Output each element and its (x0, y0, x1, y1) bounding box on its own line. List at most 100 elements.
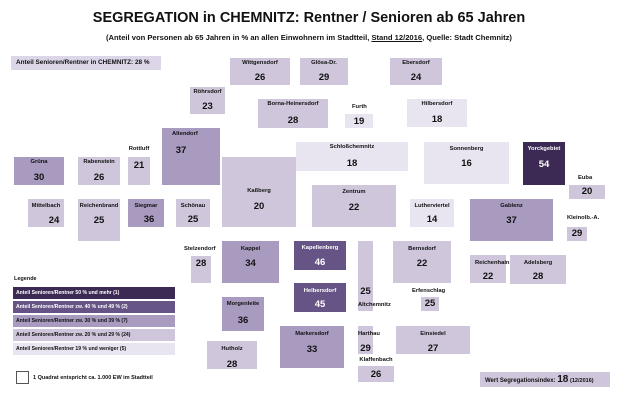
district-borna-heinersdorf: Borna-Heinersdorf 28 (258, 99, 328, 128)
district-gablenz: Gablenz 37 (470, 199, 553, 241)
district-name: Schloßchemnitz (329, 144, 375, 150)
district-sonnenberg: Sonnenberg 16 (424, 142, 509, 184)
district-zentrum: Zentrum 22 (312, 185, 396, 227)
district-value: 22 (416, 258, 428, 269)
district-value: 22 (348, 202, 360, 213)
district-name: Markersdorf (295, 331, 329, 337)
district-value: 22 (482, 271, 494, 282)
index-value: 18 (557, 374, 569, 385)
district-value: 24 (48, 215, 60, 226)
district-value: 36 (237, 315, 249, 326)
district-name: Stelzendorf (184, 246, 216, 252)
district-value: 28 (532, 271, 544, 282)
district-name: Rabenstein (83, 159, 115, 165)
district-furth: 19 (345, 114, 373, 128)
district-name: Hutholz (221, 346, 243, 352)
district-name: Helbersdorf (303, 288, 337, 294)
district-value: 37 (506, 215, 517, 226)
legend-item: Anteil Senioren/Rentner zw. 20 % und 29 … (13, 329, 175, 341)
district-value: 25 (424, 298, 436, 309)
district-name: Bernsdorf (408, 246, 436, 252)
district-kapellenberg: Kapellenberg 46 (294, 241, 346, 270)
district-erfenschlag: 25 (421, 297, 439, 311)
district-name: Kaßberg (247, 188, 271, 194)
district-adelsberg: Adelsberg 28 (510, 255, 566, 284)
district-name: Sonnenberg (449, 146, 484, 152)
district-name: Morgenleite (226, 301, 260, 307)
legend-item: Anteil Senioren/Rentner zw. 40 % und 49 … (13, 301, 175, 313)
district-value: 28 (287, 115, 299, 126)
district-value: 33 (306, 344, 318, 355)
district-name: Borna-Heinersdorf (267, 101, 319, 107)
district-name: Gablenz (500, 203, 523, 209)
district-reichenhain: Reichenhain 22 (470, 255, 510, 283)
district-name: Glösa-Dr. (311, 60, 337, 66)
district-name: Yorckgebiet (527, 146, 561, 152)
district-name: Mittelbach (31, 203, 61, 209)
district-name: Ebersdorf (402, 60, 430, 66)
district-value: 29 (571, 228, 583, 239)
district-name: Schönau (180, 203, 206, 209)
district-value: 46 (314, 257, 326, 268)
district-value: 36 (143, 214, 155, 225)
district-name: Adelsberg (523, 260, 553, 266)
district-name: Altendorf (172, 131, 198, 137)
district-roehrsdorf: Röhrsdorf 23 (190, 87, 225, 114)
district-value: 27 (427, 343, 439, 354)
district-value: 28 (226, 359, 238, 370)
unit-square-note: 1 Quadrat entspricht ca. 1.000 EW im Sta… (33, 375, 153, 381)
district-value: 23 (202, 101, 213, 112)
city-share-box: Anteil Senioren/Rentner in CHEMNITZ: 28 … (11, 56, 161, 70)
subtitle-stand: Stand 12/2016 (371, 33, 423, 42)
district-name: Hilbersdorf (421, 101, 453, 107)
district-value: 16 (461, 158, 472, 169)
district-schlosschemnitz: Schloßchemnitz 18 (296, 142, 408, 171)
legend-item: Anteil Senioren/Rentner 19 % und weniger… (13, 343, 175, 355)
district-value: 18 (346, 158, 358, 169)
district-hutholz: Hutholz 28 (207, 341, 257, 370)
district-name: Zentrum (342, 189, 366, 195)
district-morgenleite: Morgenleite 36 (222, 297, 264, 331)
district-name: Altchemnitz (358, 302, 391, 308)
district-name: Kleinolb.-A. (567, 215, 600, 221)
legend-item: Anteil Senioren/Rentner zw. 30 % und 39 … (13, 315, 175, 327)
unit-square (16, 371, 29, 384)
page-title: SEGREGATION in CHEMNITZ: Rentner / Senio… (92, 10, 526, 26)
index-label: Wert Segregationsindex: (485, 378, 556, 384)
district-bernsdorf: Bernsdorf 22 (393, 241, 451, 283)
district-value: 26 (254, 72, 266, 83)
district-name: Furth (352, 104, 367, 110)
district-name: Harthau (358, 331, 380, 337)
index-stand: (12/2016) (570, 378, 594, 384)
district-name: Reichenbrand (79, 203, 119, 209)
district-schoenau: Schönau 25 (176, 199, 210, 227)
district-value: 26 (93, 172, 105, 183)
district-name: Kapellenberg (301, 245, 339, 251)
district-name: Lutherviertel (414, 203, 450, 209)
district-value: 28 (195, 258, 207, 269)
district-name: Röhrsdorf (193, 89, 222, 95)
page-subtitle: (Anteil von Personen ab 65 Jahren in % a… (0, 33, 618, 42)
district-stelzendorf: 28 (191, 256, 211, 283)
district-value: 29 (360, 343, 371, 354)
district-name: Rottluff (128, 146, 150, 152)
district-value: 30 (33, 172, 45, 183)
district-value: 26 (370, 369, 382, 380)
district-name: Grüna (30, 159, 48, 165)
district-name: Reichenhain (475, 260, 510, 266)
district-value: 24 (410, 72, 422, 83)
district-mittelbach: Mittelbach 24 (28, 199, 64, 227)
district-name: Euba (578, 175, 593, 181)
district-gruena: Grüna 30 (14, 157, 64, 185)
district-value: 20 (253, 201, 265, 212)
district-name: Siegmar (134, 203, 158, 209)
district-value: 25 (187, 214, 199, 225)
district-value: 14 (426, 214, 438, 225)
